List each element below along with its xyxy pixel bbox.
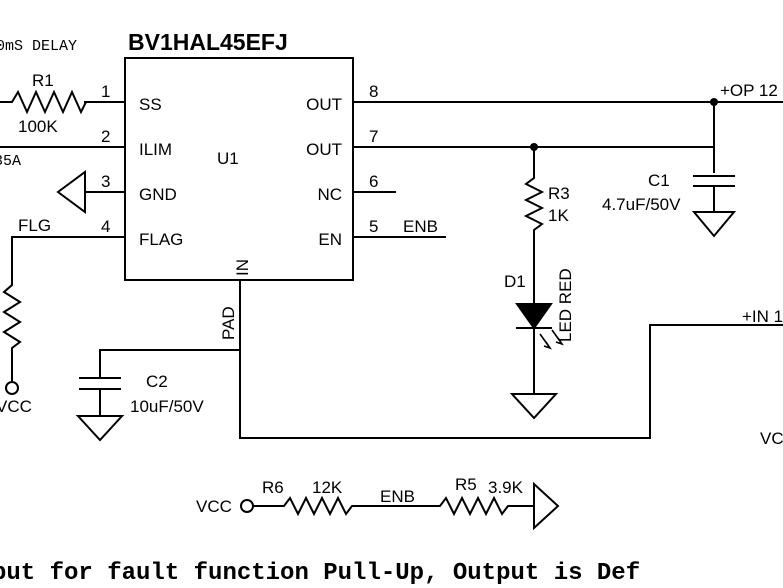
flg-label: FLG: [18, 216, 51, 235]
pin-num-4: 4: [101, 217, 110, 236]
pin-num-1: 1: [101, 82, 110, 101]
c1-value: 4.7uF/50V: [602, 195, 681, 214]
r3-value: 1K: [548, 206, 569, 225]
enb-label: ENB: [403, 217, 438, 236]
ground-symbol-d1: [509, 393, 559, 420]
flag-pullup: FLG VCC: [0, 216, 51, 416]
pin-name-flag: FLAG: [139, 230, 183, 249]
pin-name-gnd: GND: [139, 185, 177, 204]
vcc-label-left: VCC: [0, 397, 32, 416]
op-label: +OP 12: [720, 81, 778, 100]
pin-name-out-8: OUT: [306, 95, 342, 114]
pin-name-pad: PAD: [219, 306, 238, 340]
vcc-label-right: VC: [760, 429, 783, 448]
r5-value: 3.9K: [488, 478, 524, 497]
led-arrow-2: [551, 329, 564, 346]
resistor-r1: R1 100K: [0, 71, 96, 136]
wire-in: [239, 279, 783, 439]
capacitor-c2: C2 10uF/50V: [75, 349, 241, 442]
pin-name-out-7: OUT: [306, 140, 342, 159]
ic-ref: U1: [217, 149, 239, 168]
r6-value: 12K: [312, 478, 343, 497]
r6-ref: R6: [262, 478, 284, 497]
led-d1: D1 LED RED: [504, 268, 575, 420]
footer-note: put for fault function Pull-Up, Output i…: [0, 560, 640, 587]
delay-note: 0mS DELAY: [0, 38, 77, 55]
r5-ref: R5: [455, 475, 477, 494]
r1-value: 100K: [18, 117, 58, 136]
vcc-terminal-left: [5, 381, 19, 395]
capacitor-c1: C1 4.7uF/50V: [602, 171, 737, 238]
ground-symbol-divider: [533, 481, 560, 531]
r1-ref: R1: [32, 71, 54, 90]
pin-num-7: 7: [369, 127, 378, 146]
enb-divider-label: ENB: [380, 487, 415, 506]
c2-value: 10uF/50V: [130, 397, 204, 416]
ground-symbol-c2: [75, 415, 125, 442]
pin-name-en: EN: [318, 230, 342, 249]
ilim-value-label: 35A: [0, 153, 21, 170]
d1-value: LED RED: [556, 268, 575, 342]
r3-ref: R3: [548, 184, 570, 203]
ground-symbol-c1: [691, 211, 737, 238]
vcc-terminal-divider: [240, 499, 254, 513]
c2-ref: C2: [146, 372, 168, 391]
in-label: +IN 1: [742, 307, 783, 326]
resistor-r3: R3 1K: [523, 146, 570, 303]
pin-num-3: 3: [101, 172, 110, 191]
pin-num-6: 6: [369, 172, 378, 191]
d1-ref: D1: [504, 272, 526, 291]
ic-part-number: BV1HAL45EFJ: [128, 29, 288, 55]
ic-u1: BV1HAL45EFJ U1 SS ILIM GND FLAG 1 2 3 4 …: [101, 29, 378, 340]
enb-divider: VCC R6 12K ENB R5 3.9K: [196, 475, 560, 531]
c1-ref: C1: [648, 171, 670, 190]
pin-name-ss: SS: [139, 95, 162, 114]
pin-name-ilim: ILIM: [139, 140, 172, 159]
led-arrow-1: [539, 333, 552, 350]
pin-num-5: 5: [369, 217, 378, 236]
vcc-label-divider: VCC: [196, 497, 232, 516]
pin-num-2: 2: [101, 127, 110, 146]
ground-symbol-pin3: [56, 170, 86, 214]
pin-num-8: 8: [369, 82, 378, 101]
resistors-r6-r5: [252, 495, 535, 517]
pin-name-in: IN: [233, 259, 252, 276]
resistor-flag-pullup: [2, 236, 22, 381]
pin-name-nc: NC: [317, 185, 342, 204]
